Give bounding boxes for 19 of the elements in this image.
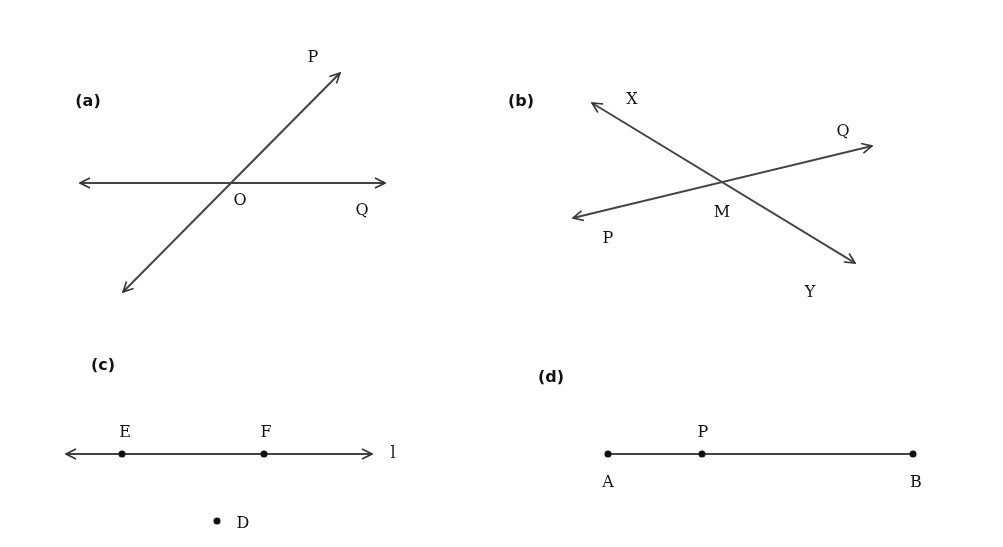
figure-part-label: (b): [507, 93, 535, 109]
point-label: Q: [355, 202, 369, 218]
point-label: D: [236, 515, 250, 531]
point-label: A: [602, 474, 614, 490]
point-label: Q: [836, 123, 850, 139]
point-label: M: [713, 204, 731, 220]
figure-part-label: (a): [75, 93, 101, 109]
figure-part-label: (d): [537, 369, 565, 385]
point-label: X: [626, 91, 638, 107]
point-label: E: [119, 424, 131, 440]
point-label: O: [233, 192, 247, 208]
point-label: F: [260, 424, 272, 440]
point-label: B: [910, 474, 922, 490]
point-label: P: [602, 230, 614, 246]
point-label: Y: [804, 284, 816, 300]
point-label: P: [307, 49, 319, 65]
point-label: l: [390, 445, 396, 461]
point-label: P: [697, 424, 709, 440]
figure-part-label: (c): [90, 357, 116, 373]
